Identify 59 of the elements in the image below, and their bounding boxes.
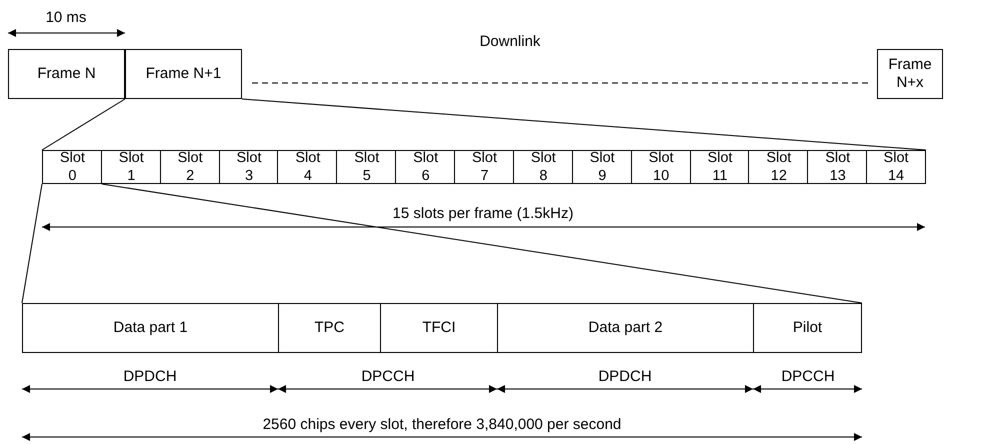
dimension-label: 10 ms — [46, 9, 86, 27]
box-label: Slot 11 — [706, 149, 734, 185]
box-label: Slot 6 — [412, 149, 440, 185]
box-label: Slot 3 — [236, 149, 263, 185]
box-label: TFCI — [422, 319, 456, 337]
zoom-line — [101, 184, 862, 304]
slot-box — [630, 150, 691, 184]
slot-box — [807, 150, 868, 184]
slot-box — [395, 150, 456, 184]
box-label: Slot 8 — [530, 149, 557, 185]
box-label: Slot 2 — [176, 149, 204, 185]
dimension-label: DPCCH — [361, 368, 415, 386]
box-label: Data part 2 — [588, 319, 663, 337]
slot-box — [748, 150, 808, 184]
slot-box — [454, 150, 514, 184]
field-box — [497, 303, 754, 353]
box-label: Slot 14 — [882, 149, 910, 185]
slot-box — [160, 150, 220, 184]
zoom-line — [42, 98, 126, 150]
box-label: Slot 4 — [294, 149, 322, 185]
zoom-line — [22, 184, 42, 304]
box-label: Slot 5 — [353, 149, 380, 185]
box-label: TPC — [314, 319, 344, 337]
slot-box — [866, 150, 926, 184]
slot-box — [277, 150, 338, 184]
dashed-line — [252, 82, 868, 84]
box-label: Data part 1 — [113, 319, 188, 337]
slot-box — [512, 150, 573, 184]
box-label: Slot 0 — [58, 149, 86, 185]
slot-box — [100, 150, 161, 184]
dimension-label: DPDCH — [598, 368, 652, 386]
box-label: Slot 9 — [588, 149, 616, 185]
field-box — [753, 303, 862, 353]
slot-box — [572, 150, 632, 184]
box-label: Slot 1 — [118, 149, 145, 185]
dimension-label: 2560 chips every slot, therefore 3,840,000 per second — [262, 416, 622, 434]
box-label: Slot 12 — [765, 149, 792, 185]
dimension-label: DPDCH — [123, 368, 177, 386]
box-label: Frame N+x — [887, 56, 933, 92]
title-label: Downlink — [480, 33, 540, 51]
slot-box — [690, 150, 750, 184]
box-label: Frame N+1 — [146, 65, 222, 83]
field-box — [278, 303, 381, 353]
slot-box — [42, 150, 102, 184]
slot-box — [336, 150, 396, 184]
box-label: Frame N — [37, 65, 96, 83]
box-label: Slot 7 — [470, 149, 498, 185]
box-label: Slot 13 — [824, 149, 852, 185]
frame-box — [8, 49, 125, 99]
box-label: Slot 10 — [648, 149, 675, 185]
field-box — [22, 303, 279, 353]
dimension-label: 15 slots per frame (1.5kHz) — [392, 205, 574, 223]
frame-box — [125, 49, 242, 99]
dimension-label: DPCCH — [781, 368, 835, 386]
frame-box — [877, 49, 943, 99]
field-box — [380, 303, 498, 353]
box-label: Pilot — [792, 319, 822, 337]
zoom-line — [242, 98, 926, 150]
slot-box — [218, 150, 278, 184]
